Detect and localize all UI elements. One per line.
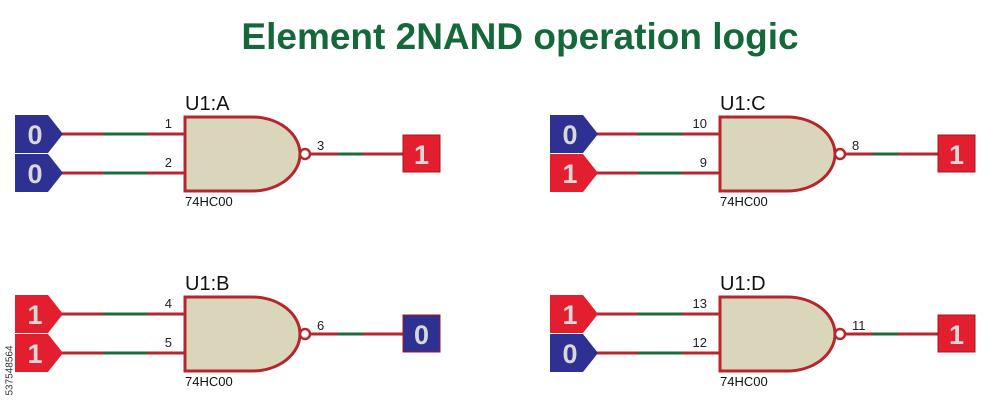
logic-source-0 (15, 115, 63, 153)
logic-source-value: 1 (562, 300, 577, 330)
logic-source-value: 0 (27, 159, 42, 189)
logic-output-value: 1 (414, 140, 429, 170)
chip-label: 74HC00 (720, 374, 768, 389)
chip-label: 74HC00 (185, 374, 233, 389)
nand-gate-body (718, 295, 837, 373)
pin-label: 4 (165, 296, 172, 311)
gate-name-label: U1:B (185, 273, 229, 295)
pin-label: 6 (317, 318, 324, 333)
pin-label: 8 (852, 138, 859, 153)
logic-source-0 (15, 154, 63, 192)
logic-output-value: 0 (414, 320, 429, 350)
pin-label: 2 (165, 155, 172, 170)
pin-label: 13 (693, 296, 707, 311)
pin-label: 12 (693, 335, 707, 350)
nand-gate-group: 1 2 0 0 3 1 U1:A 74HC00 (15, 93, 441, 209)
logic-source-1 (550, 154, 598, 192)
pin-label: 10 (693, 116, 707, 131)
inversion-bubble (833, 327, 847, 341)
pin-label: 11 (852, 318, 866, 333)
nand-gate-group: 4 5 1 1 6 0 U1:B 74HC00 (15, 273, 441, 389)
chip-label: 74HC00 (720, 194, 768, 209)
logic-source-value: 0 (27, 120, 42, 150)
chip-label: 74HC00 (185, 194, 233, 209)
inversion-bubble (833, 147, 847, 161)
pin-label: 3 (317, 138, 324, 153)
gate-name-label: U1:D (720, 273, 766, 295)
logic-source-0 (550, 334, 598, 372)
logic-source-1 (15, 334, 63, 372)
logic-output-value: 1 (949, 140, 964, 170)
logic-source-1 (15, 295, 63, 333)
logic-source-value: 1 (562, 159, 577, 189)
pin-label: 1 (165, 116, 172, 131)
nand-gate-body (183, 115, 302, 193)
logic-source-1 (550, 295, 598, 333)
logic-source-value: 1 (27, 339, 42, 369)
nand-gate-group: 10 9 0 1 8 1 U1:C 74HC00 (550, 93, 976, 209)
logic-output-1 (937, 134, 976, 173)
pin-label: 5 (165, 335, 172, 350)
nand-gate-body (718, 115, 837, 193)
inversion-bubble (298, 147, 312, 161)
diagram-title: Element 2NAND operation logic (241, 16, 799, 57)
logic-source-value: 0 (562, 120, 577, 150)
side-id-text: 537548564 (4, 345, 16, 396)
logic-output-1 (937, 314, 976, 353)
logic-output-value: 1 (949, 320, 964, 350)
inversion-bubble (298, 327, 312, 341)
logic-source-value: 1 (27, 300, 42, 330)
gate-name-label: U1:C (720, 93, 766, 115)
logic-source-0 (550, 115, 598, 153)
pin-label: 9 (700, 155, 707, 170)
gate-name-label: U1:A (185, 93, 230, 115)
nand-gate-body (183, 295, 302, 373)
logic-output-0 (402, 314, 441, 353)
logic-source-value: 0 (562, 339, 577, 369)
logic-output-1 (402, 134, 441, 173)
